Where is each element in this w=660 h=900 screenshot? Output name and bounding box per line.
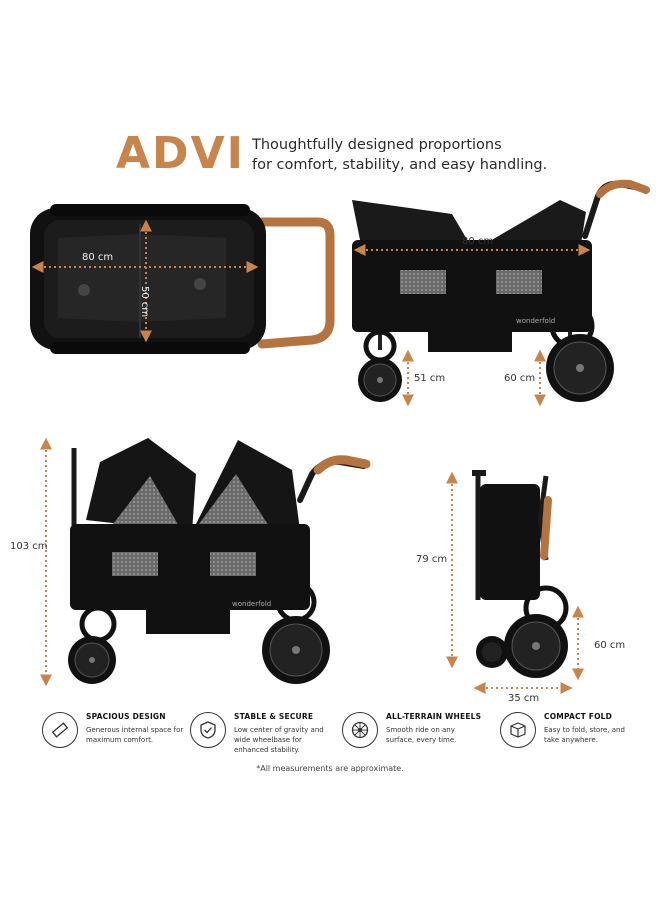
wheel-icon (342, 712, 378, 748)
top-view-width-label: 50 cm (139, 286, 150, 318)
top-view-handle (257, 217, 335, 349)
box-icon (500, 712, 536, 748)
side-view-front-wheel-label: 51 cm (414, 373, 446, 384)
feature-title: COMPACT FOLD (544, 712, 613, 721)
canopy-view-height-label: 103 cm (10, 541, 48, 552)
canopy-view-body (70, 524, 310, 610)
tagline-line-2: for comfort, stability, and easy handlin… (252, 157, 548, 173)
feature-all-terrain: ALL-TERRAIN WHEELS Smooth ride on any su… (342, 712, 484, 748)
feature-stable: STABLE & SECURE Low center of gravity an… (190, 712, 332, 755)
feature-desc: Smooth ride on any surface, every time. (386, 726, 457, 744)
ruler-icon (42, 712, 78, 748)
feature-title: SPACIOUS DESIGN (86, 712, 166, 721)
feature-spacious: SPACIOUS DESIGN Generous internal space … (42, 712, 184, 748)
side-view-length-label: 80 cm (462, 236, 494, 247)
feature-desc: Generous internal space for maximum comf… (86, 726, 184, 744)
folded-view-height-label: 79 cm (416, 554, 448, 565)
canopy-view-handle (313, 455, 371, 475)
feature-desc: Easy to fold, store, and take anywhere. (544, 726, 625, 744)
top-view (30, 204, 335, 354)
folded-view-wheel-label: 60 cm (594, 640, 626, 651)
side-view-logo: wonderfold (516, 317, 556, 325)
side-view (352, 179, 650, 407)
side-view-handle (596, 179, 650, 198)
folded-view-depth-label: 35 cm (508, 693, 540, 704)
feature-title: ALL-TERRAIN WHEELS (386, 712, 482, 721)
tagline-line-1: Thoughtfully designed proportions (252, 137, 502, 153)
measurement-footnote: *All measurements are approximate. (256, 764, 404, 773)
folded-view-body (480, 484, 540, 600)
folded-view (446, 470, 584, 694)
side-view-rear-wheel-label: 60 cm (504, 373, 536, 384)
feature-desc: Low center of gravity and wide wheelbase… (234, 726, 324, 754)
side-view-body (352, 240, 592, 332)
feature-compact: COMPACT FOLD Easy to fold, store, and ta… (500, 712, 640, 748)
folded-view-handle (540, 496, 552, 560)
top-view-length-label: 80 cm (82, 252, 114, 263)
canopy-view-logo: wonderfold (232, 600, 272, 608)
shield-check-icon (190, 712, 226, 748)
canopy-view (40, 437, 371, 687)
brand-title: ADVI (116, 128, 245, 179)
feature-title: STABLE & SECURE (234, 712, 314, 721)
